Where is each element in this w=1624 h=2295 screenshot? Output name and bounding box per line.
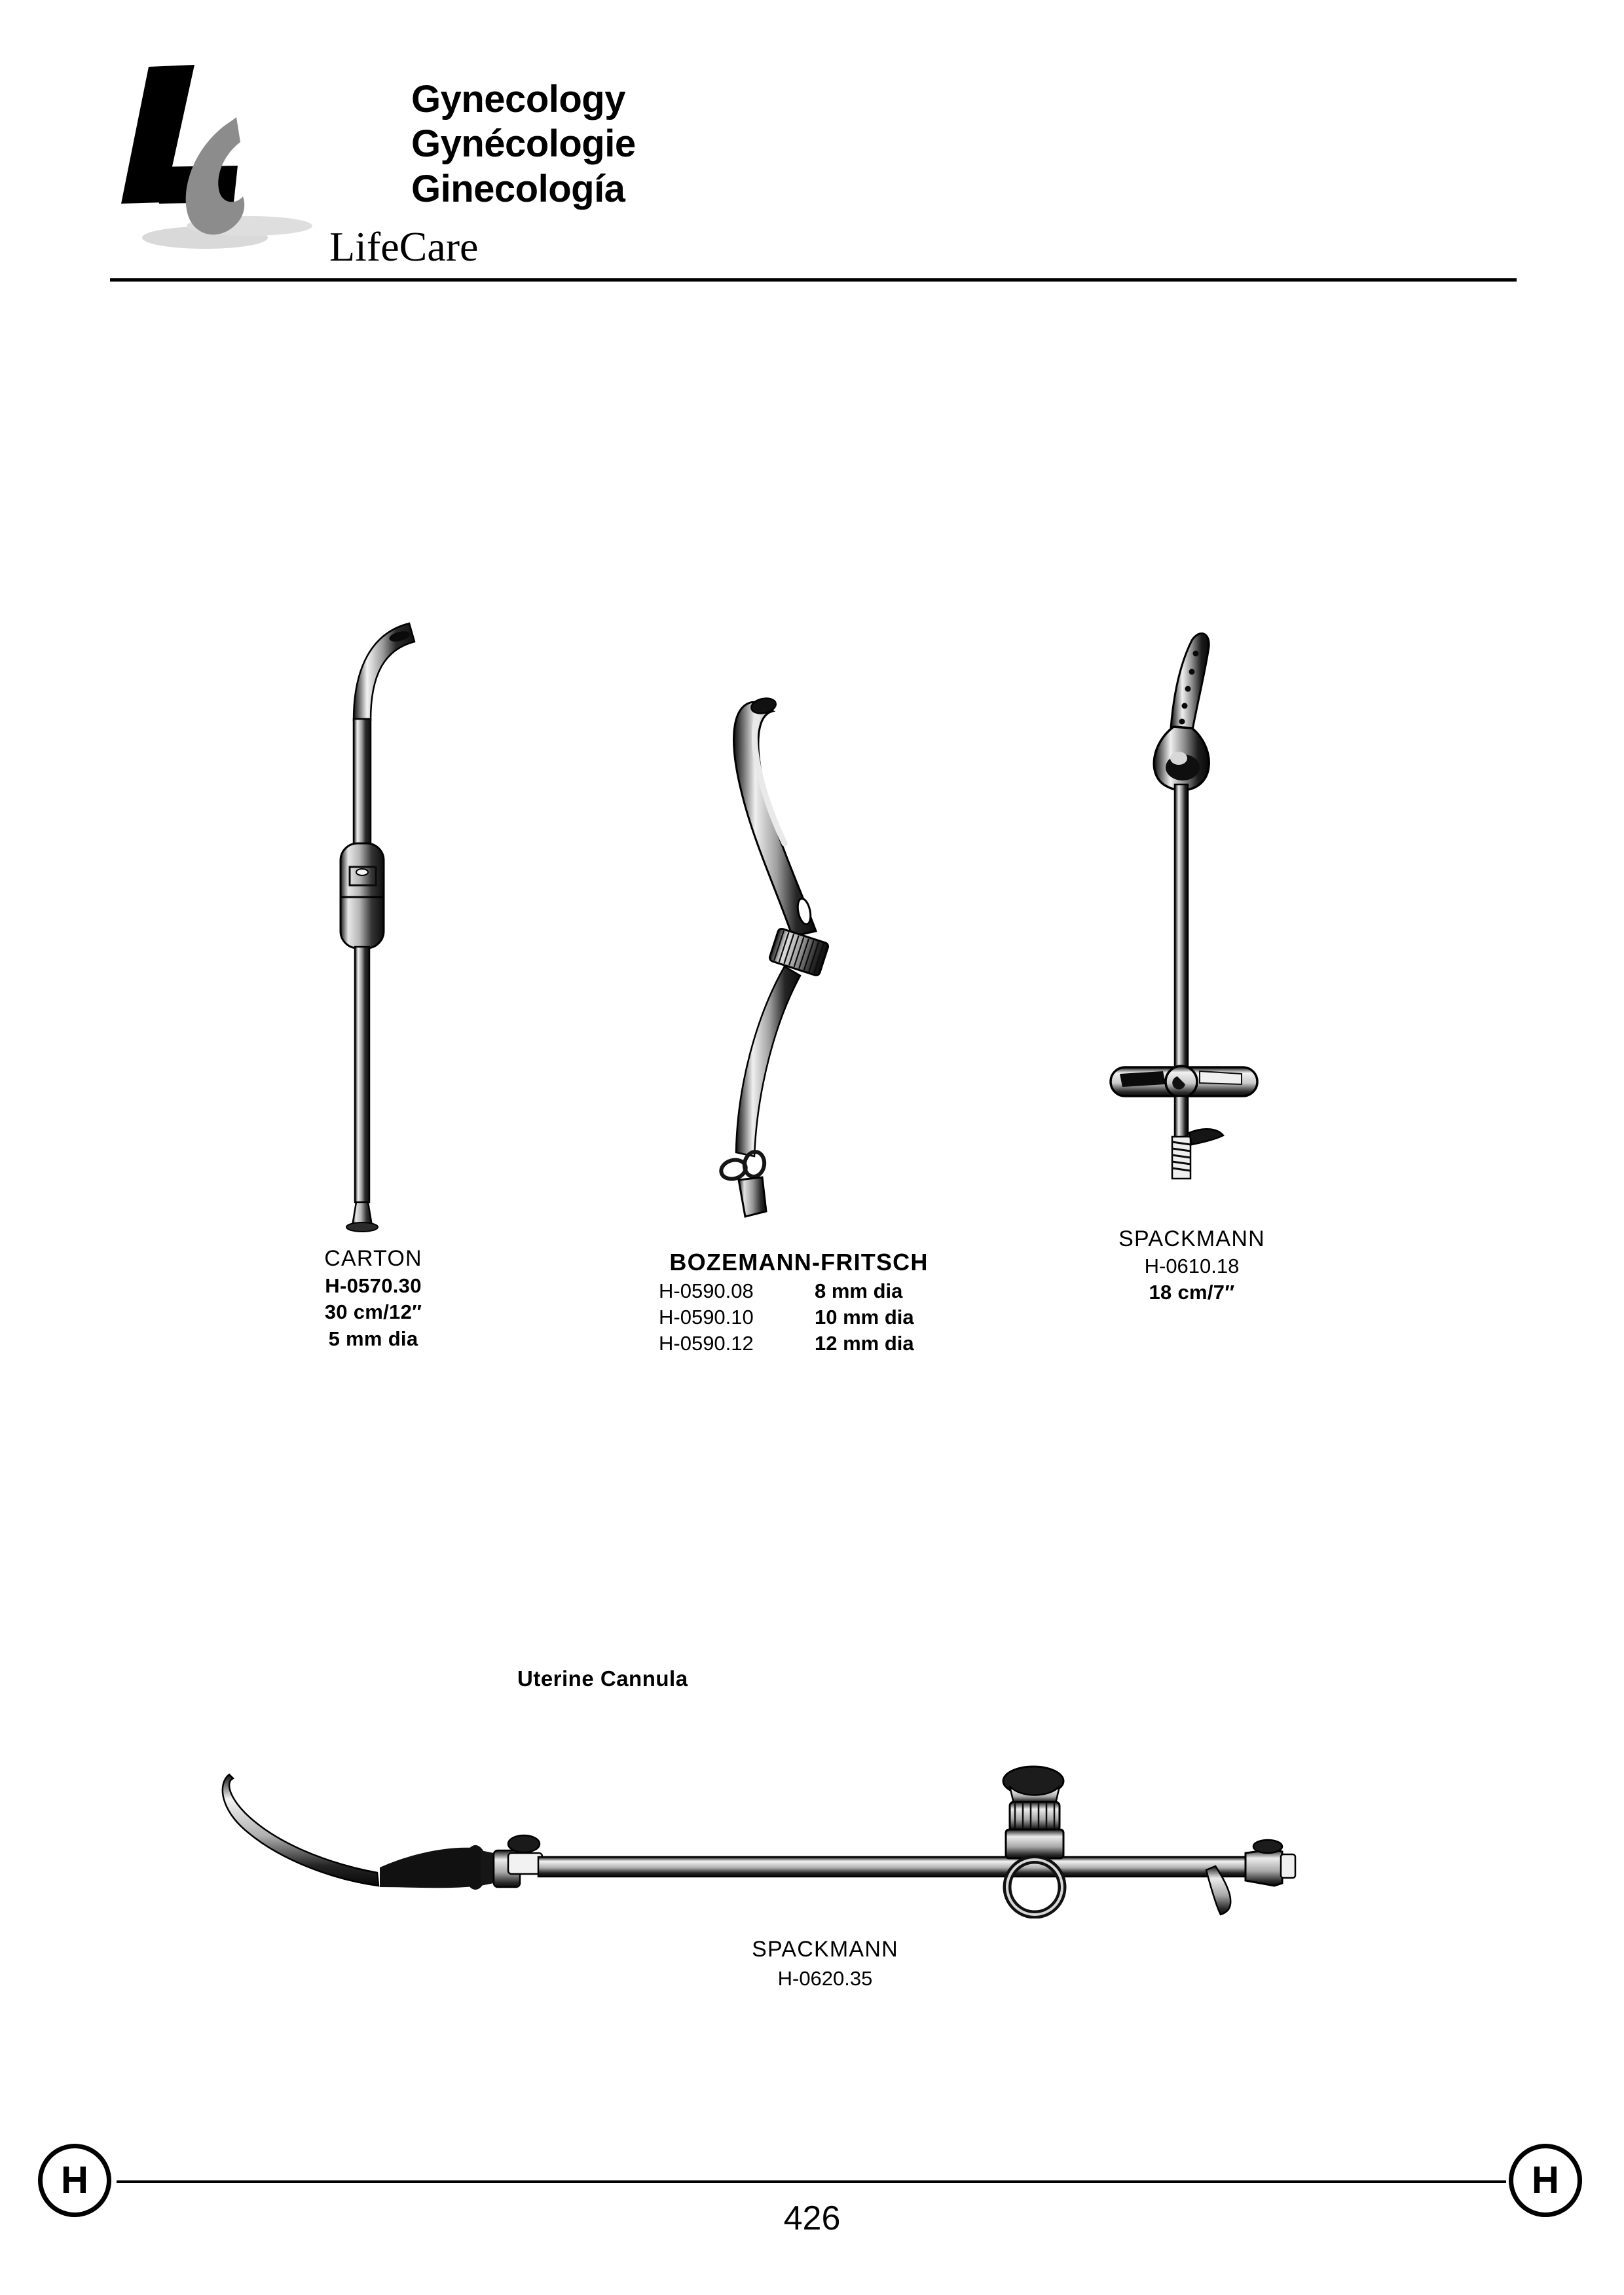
figure-spackmann-uterine-cannula — [216, 1755, 1434, 1919]
caption-carton: CARTON H-0570.30 30 cm/12″ 5 mm dia — [262, 1244, 485, 1352]
caption-code: H-0590.12 — [659, 1332, 754, 1355]
footer-divider — [117, 2180, 1506, 2183]
instrument-figures-row: CARTON H-0570.30 30 cm/12″ 5 mm dia — [0, 589, 1624, 1408]
table-row: H-0590.12 12 mm dia — [550, 1331, 1048, 1357]
figure-bozemann-fritsch: BOZEMANN-FRITSCH H-0590.08 8 mm dia H-05… — [659, 674, 927, 1355]
caption-size: 10 mm dia — [815, 1306, 914, 1329]
caption-code: H-0590.08 — [659, 1279, 754, 1302]
caption-length: 18 cm/7″ — [1149, 1281, 1235, 1304]
caption-length: 30 cm/12″ — [324, 1300, 422, 1324]
section-tab-right: H — [1509, 2144, 1582, 2217]
figure-spackmann: SPACKMANN H-0610.18 18 cm/7″ — [1100, 615, 1283, 1304]
caption-title: SPACKMANN — [1118, 1226, 1265, 1251]
logo-mark — [121, 65, 312, 249]
caption-diameter: 5 mm dia — [328, 1327, 418, 1350]
header-divider — [110, 278, 1517, 282]
table-row: H-0590.08 8 mm dia — [550, 1278, 1048, 1304]
caption-code: H-0590.10 — [659, 1306, 754, 1329]
spackmann-uterine-cannula-illustration — [221, 1765, 1297, 1919]
section-tab-left: H — [38, 2144, 111, 2217]
section-tab-letter: H — [1532, 2159, 1559, 2201]
caption-bozemann-fritsch: BOZEMANN-FRITSCH H-0590.08 8 mm dia H-05… — [550, 1247, 1048, 1357]
section-heading-uterine-cannula: Uterine Cannula — [517, 1666, 688, 1691]
logo-wordmark: LifeCare — [329, 223, 479, 270]
table-row: H-0590.10 10 mm dia — [550, 1304, 1048, 1331]
title-line-en: Gynecology — [411, 78, 625, 120]
spackmann-cannula-illustration — [1109, 632, 1259, 1180]
page-header: LifeCare Gynecology Gynécologie Ginecolo… — [0, 0, 1624, 301]
caption-code: H-0570.30 — [325, 1274, 422, 1298]
caption-code: H-0610.18 — [1144, 1255, 1240, 1278]
page-title: Gynecology Gynécologie Ginecología — [411, 77, 636, 211]
caption-size: 8 mm dia — [815, 1279, 903, 1302]
caption-title: SPACKMANN — [752, 1937, 898, 1962]
caption-code: H-0620.35 — [777, 1966, 873, 1990]
figure-carton: CARTON H-0570.30 30 cm/12″ 5 mm dia — [275, 589, 471, 1350]
caption-title: CARTON — [324, 1246, 422, 1271]
title-line-es: Ginecología — [411, 167, 625, 210]
caption-code-size-table: H-0590.08 8 mm dia H-0590.10 10 mm dia H… — [550, 1278, 1048, 1357]
bozemann-fritsch-cannula-illustration — [719, 697, 830, 1218]
caption-title: BOZEMANN-FRITSCH — [669, 1249, 929, 1276]
caption-spackmann: SPACKMANN H-0610.18 18 cm/7″ — [1074, 1224, 1310, 1306]
page-number: 426 — [783, 2199, 841, 2237]
title-line-fr: Gynécologie — [411, 122, 636, 166]
caption-spackmann-uterine-cannula: SPACKMANN H-0620.35 — [629, 1935, 1022, 1992]
caption-size: 12 mm dia — [815, 1332, 914, 1355]
carton-cannula-illustration — [339, 622, 416, 1232]
section-tab-letter: H — [61, 2159, 88, 2201]
lifecare-logo: LifeCare — [121, 62, 478, 270]
